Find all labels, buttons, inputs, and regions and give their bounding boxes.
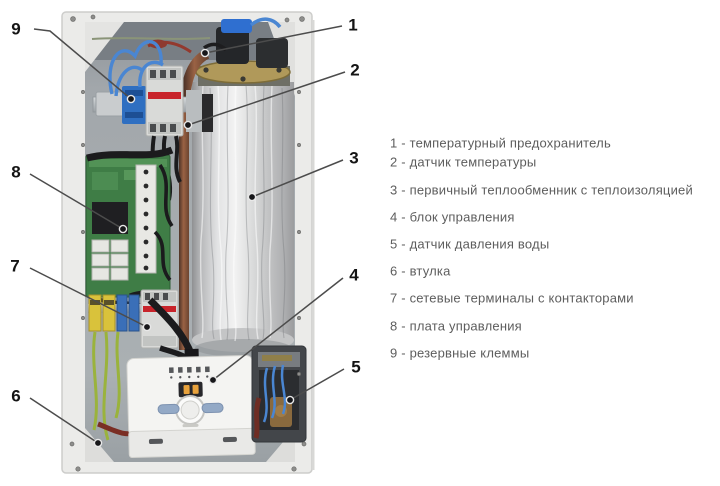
callout-number-3: 3 xyxy=(349,148,359,168)
frame-screws xyxy=(69,14,307,472)
legend-item-2: 2 - датчик температуры xyxy=(390,154,537,170)
legend-item-7: 7 - сетевые терминалы с контакторами xyxy=(390,290,634,306)
callout-number-8: 8 xyxy=(11,162,21,182)
legend-item-1: 1 - температурный предохранитель xyxy=(390,135,611,151)
legend-item-8: 8 - плата управления xyxy=(390,318,522,334)
reserve-terminals-and-contactor xyxy=(92,40,213,217)
callout-number-4: 4 xyxy=(349,265,359,285)
mains-terminals-contactors xyxy=(88,289,196,441)
legend-item-4: 4 - блок управления xyxy=(390,209,515,225)
callout-number-7: 7 xyxy=(10,256,20,276)
callout-dots xyxy=(93,48,295,448)
callout-number-5: 5 xyxy=(351,357,361,377)
callout-number-6: 6 xyxy=(11,386,21,406)
legend-item-3: 3 - первичный теплообменник с теплоизоля… xyxy=(390,182,693,198)
callout-lines xyxy=(29,25,346,444)
legend-item-6: 6 - втулка xyxy=(390,263,451,279)
control-panel xyxy=(126,348,256,459)
callout-number-1: 1 xyxy=(348,15,358,35)
pressure-sensor-compartment xyxy=(251,345,307,443)
legend-item-5: 5 - датчик давления воды xyxy=(390,236,550,252)
callout-number-9: 9 xyxy=(11,19,21,39)
temperature-limiter xyxy=(202,17,288,68)
callout-number-2: 2 xyxy=(350,60,360,80)
legend-item-9: 9 - резервные клеммы xyxy=(390,345,530,361)
